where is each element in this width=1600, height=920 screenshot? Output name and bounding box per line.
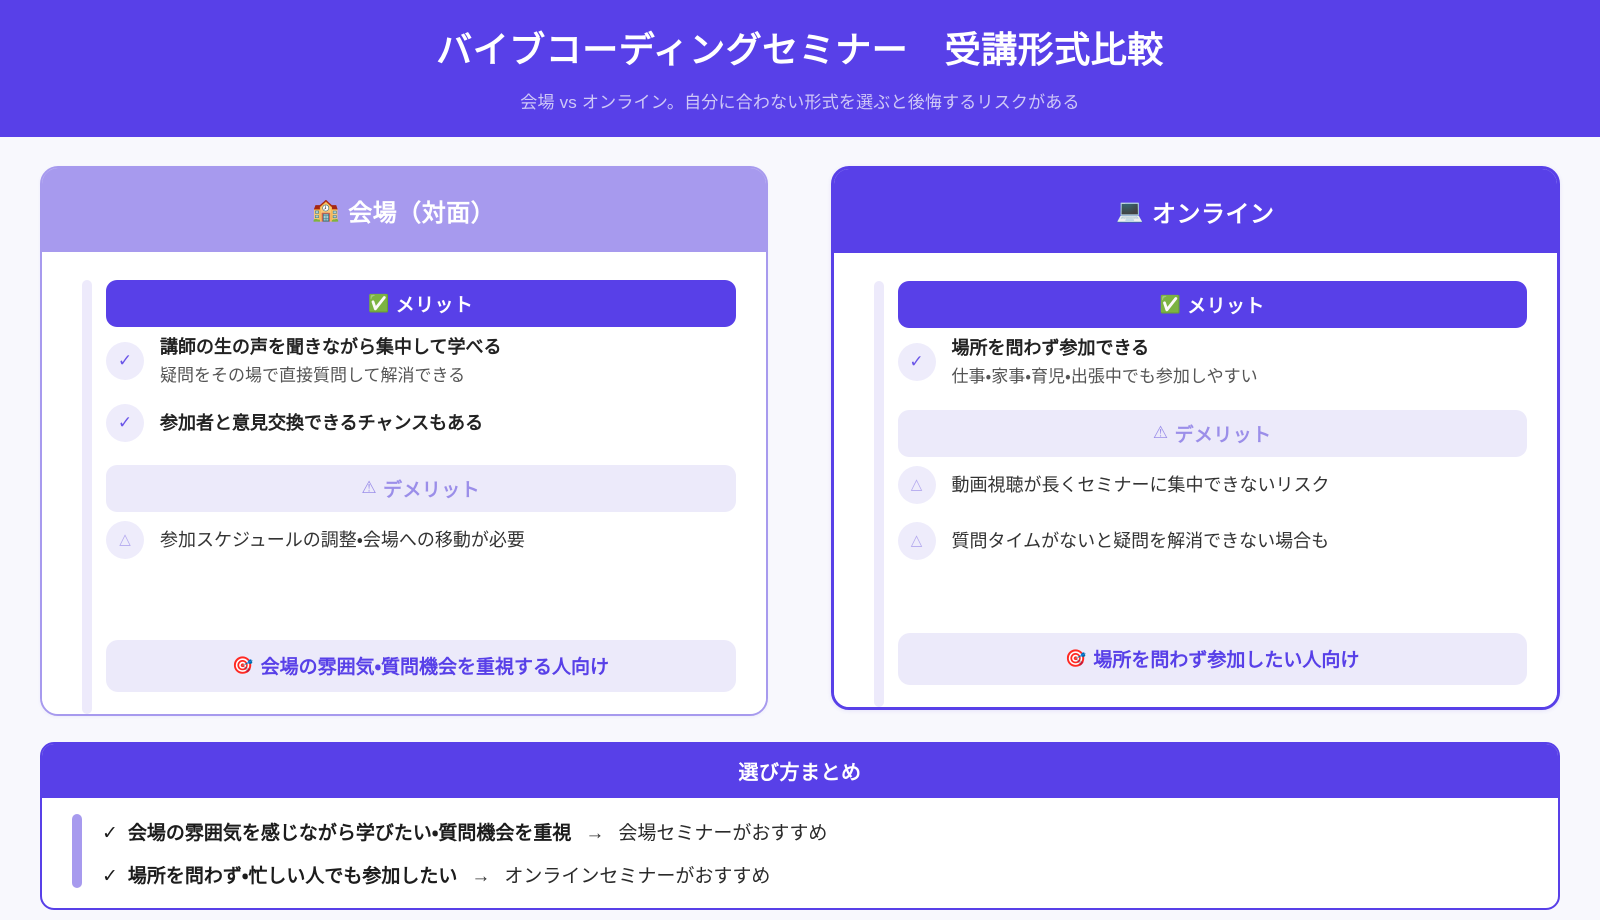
list-item: △ 参加スケジュールの調整・会場への移動が必要 [106,512,736,568]
demerit-section-label: デメリット [1174,424,1272,446]
recommendation-label: 会場の雰囲気・質問機会を重視する人向け [260,657,610,679]
warning-triangle-icon: △ [897,521,936,560]
merit-section-bar-venue: ✅ メリット [106,280,736,327]
comparison-columns: 🏫 会場（対面） ✅ メリット ✓ 講師の生の声を聞きながら集中して学べる 疑問… [0,137,1600,716]
card-body-online: ✅ メリット ✓ 場所を問わず参加できる 仕事・家事・育児・出張中でも参加しやす… [833,253,1557,707]
card-body-venue: ✅ メリット ✓ 講師の生の声を聞きながら集中して学べる 疑問をその場で直接質問… [42,252,766,714]
direct-hit-icon: 🎯 [232,655,254,675]
card-header-online: 💻 オンライン [833,169,1557,253]
page-header: バイブコーディングセミナー 受講形式比較 会場 vs オンライン。自分に合わない… [0,0,1600,137]
list-item: ✓ 参加者と意見交換できるチャンスもある [106,395,736,451]
summary-header: 選び方まとめ [42,743,1558,798]
card-rail [873,281,884,707]
list-item: ✓ 講師の生の声を聞きながら集中して学べる 疑問をその場で直接質問して解消できる [106,327,736,395]
merit-title: 場所を問わず参加できる [951,338,1150,358]
page-title: バイブコーディングセミナー 受講形式比較 [436,29,1164,71]
option-card-venue[interactable]: 🏫 会場（対面） ✅ メリット ✓ 講師の生の声を聞きながら集中して学べる 疑問… [40,166,768,716]
demerit-section-bar-venue: ⚠ デメリット [106,464,736,512]
demerit-title: 参加スケジュールの調整・会場への移動が必要 [160,529,525,550]
warning-triangle-icon: ⚠ [1152,423,1169,443]
check-icon: ✓ [102,822,118,844]
demerit-section-label: デメリット [383,479,481,501]
page-subtitle: 会場 vs オンライン。自分に合わない形式を選ぶと後悔するリスクがある [520,92,1080,112]
summary-line: ✓ 場所を問わず・忙しい人でも参加したい → オンラインセミナーがおすすめ [102,861,827,888]
merit-subtitle: 仕事・家事・育児・出張中でも参加しやすい [951,366,1258,386]
arrow-right-icon: → [471,865,491,887]
card-rail [82,280,92,714]
laptop-icon: 💻 [1116,198,1144,223]
check-icon: ✓ [897,342,936,381]
summary-title: 選び方まとめ [738,762,862,785]
merit-section-label: メリット [395,295,474,316]
demerit-section-bar-online: ⚠ デメリット [897,409,1527,457]
check-icon: ✓ [106,341,144,380]
school-building-icon: 🏫 [312,197,341,222]
filler [898,569,1528,619]
list-item: △ 質問タイムがないと疑問を解消できない場合も [897,513,1528,569]
check-mark-button-icon: ✅ [368,293,390,313]
summary-accent-bar [72,813,82,888]
list-item: ✓ 場所を問わず参加できる 仕事・家事・育児・出張中でも参加しやすい [897,328,1528,396]
card-title-online: オンライン [1151,200,1275,228]
recommendation-venue: 🎯 会場の雰囲気・質問機会を重視する人向け [106,639,736,692]
merit-title: 参加者と意見交換できるチャンスもある [160,412,484,433]
warning-triangle-icon: ⚠ [361,478,378,498]
filler [106,568,736,626]
summary-body: ✓ 会場の雰囲気を感じながら学びたい・質問機会を重視 → 会場セミナーがおすすめ… [42,798,1558,908]
summary-line: ✓ 会場の雰囲気を感じながら学びたい・質問機会を重視 → 会場セミナーがおすすめ [102,818,827,845]
option-card-online[interactable]: 💻 オンライン ✅ メリット ✓ 場所を問わず参加できる 仕事・家事・育児・出張… [830,166,1560,710]
arrow-right-icon: → [585,822,605,844]
check-mark-button-icon: ✅ [1159,294,1182,314]
recommendation-label: 場所を問わず参加したい人向け [1093,650,1360,672]
summary-result: 会場セミナーがおすすめ [618,822,828,844]
summary-condition: 場所を問わず・忙しい人でも参加したい [127,865,458,887]
check-icon: ✓ [102,865,118,887]
merit-subtitle: 疑問をその場で直接質問して解消できる [160,365,466,385]
warning-triangle-icon: △ [897,465,936,504]
summary-condition: 会場の雰囲気を感じながら学びたい・質問機会を重視 [127,822,572,844]
warning-triangle-icon: △ [106,520,144,559]
merit-title: 講師の生の声を聞きながら集中して学べる [160,337,502,357]
recommendation-online: 🎯 場所を問わず参加したい人向け [897,632,1527,685]
merit-section-label: メリット [1187,296,1265,317]
direct-hit-icon: 🎯 [1065,648,1087,668]
summary-card: 選び方まとめ ✓ 会場の雰囲気を感じながら学びたい・質問機会を重視 → 会場セミ… [40,741,1560,910]
demerit-title: 動画視聴が長くセミナーに集中できないリスク [951,474,1330,495]
card-header-venue: 🏫 会場（対面） [42,168,766,252]
check-icon: ✓ [106,403,144,442]
card-title-venue: 会場（対面） [348,199,496,227]
demerit-title: 質問タイムがないと疑問を解消できない場合も [951,530,1330,551]
merit-section-bar-online: ✅ メリット [897,281,1527,328]
list-item: △ 動画視聴が長くセミナーに集中できないリスク [897,457,1528,513]
summary-result: オンラインセミナーがおすすめ [504,865,771,887]
